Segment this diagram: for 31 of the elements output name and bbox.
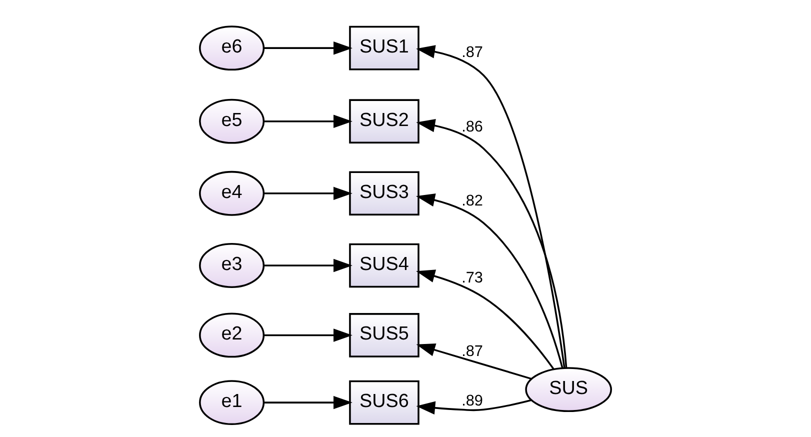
arrow — [416, 398, 532, 414]
arrow — [264, 114, 352, 128]
node-ellipse: SUS — [525, 366, 612, 412]
node-ellipse: e4 — [199, 170, 265, 216]
edge-label: .87 — [462, 43, 483, 60]
node-box: SUS6 — [349, 380, 420, 424]
node-box: SUS5 — [349, 312, 420, 357]
node-box: SUS2 — [349, 98, 420, 143]
arrow — [416, 44, 566, 368]
edge-label: .89 — [462, 392, 483, 409]
arrow — [264, 328, 352, 342]
node-ellipse: e6 — [199, 25, 265, 70]
arrow — [264, 40, 352, 54]
arrow — [264, 186, 352, 200]
arrow — [416, 342, 532, 380]
arrow — [416, 269, 554, 370]
arrow — [264, 258, 352, 272]
arrow — [416, 193, 564, 368]
node-ellipse: e1 — [199, 380, 265, 425]
node-ellipse: e5 — [199, 98, 265, 144]
node-box: SUS1 — [349, 25, 420, 70]
node-box: SUS4 — [349, 242, 420, 288]
node-box: SUS3 — [349, 170, 420, 216]
edge-label: .73 — [462, 269, 483, 286]
edge-label: .86 — [462, 118, 483, 135]
node-ellipse: e2 — [199, 312, 265, 358]
edge-label: .87 — [462, 342, 483, 360]
arrow — [264, 395, 352, 409]
node-ellipse: e3 — [199, 242, 265, 288]
edge-label: .82 — [462, 192, 483, 210]
arrow — [416, 118, 568, 368]
